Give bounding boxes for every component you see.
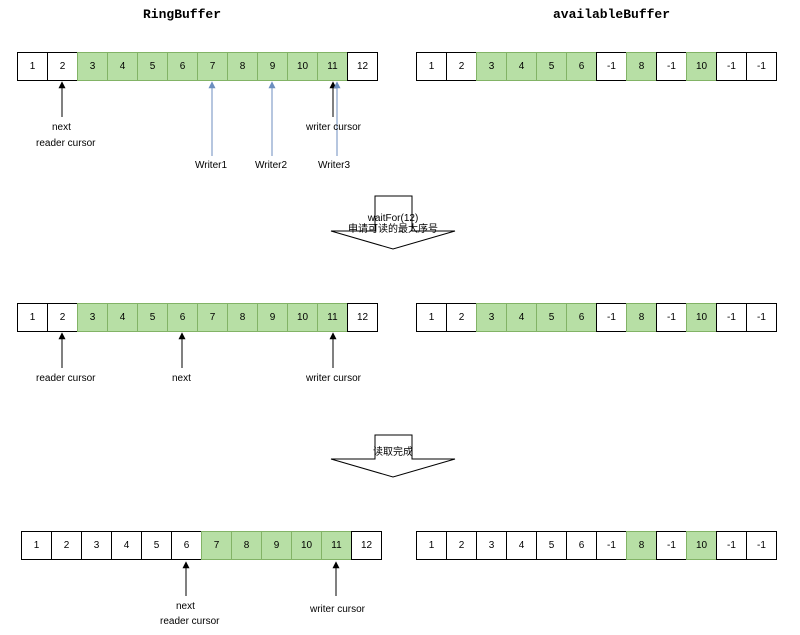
- ringbuffer-row1-cell-9: 9: [257, 52, 288, 81]
- label-reader-cursor-row2: reader cursor: [36, 373, 96, 384]
- availablebuffer-row1-cell-4: 4: [506, 52, 537, 81]
- ringbuffer-row2-cell-5: 5: [137, 303, 168, 332]
- availablebuffer-row1-cell-11: -1: [716, 52, 747, 81]
- availablebuffer-row3-cell-6: 6: [566, 531, 597, 560]
- availablebuffer-row1-cell-1: 1: [416, 52, 447, 81]
- availablebuffer-row2-cell-8: 8: [626, 303, 657, 332]
- label-writer-cursor-row2: writer cursor: [306, 373, 362, 384]
- ringbuffer-row3-cell-12: 12: [351, 531, 382, 560]
- ringbuffer-row2-cell-6: 6: [167, 303, 198, 332]
- availablebuffer-row2-cell-9: -1: [656, 303, 687, 332]
- ringbuffer-row3-cell-3: 3: [81, 531, 112, 560]
- ringbuffer-row2-cell-11: 11: [317, 303, 348, 332]
- availablebuffer-row1-cell-8: 8: [626, 52, 657, 81]
- availablebuffer-row2-cell-1: 1: [416, 303, 447, 332]
- availablebuffer-row1-cell-2: 2: [446, 52, 477, 81]
- ringbuffer-row3-cell-5: 5: [141, 531, 172, 560]
- availablebuffer-row1-cell-3: 3: [476, 52, 507, 81]
- flow-arrow-step1: [330, 195, 456, 250]
- label-reader-cursor-row1: reader cursor: [36, 138, 96, 149]
- ringbuffer-row2-cell-4: 4: [107, 303, 138, 332]
- ringbuffer-row1-cell-2: 2: [47, 52, 78, 81]
- ringbuffer-row1-cell-4: 4: [107, 52, 138, 81]
- ringbuffer-row2-cell-3: 3: [77, 303, 108, 332]
- availablebuffer-row3-cell-2: 2: [446, 531, 477, 560]
- title-ringbuffer: RingBuffer: [143, 7, 222, 22]
- step1-desc: 申请可读的最大序号: [348, 224, 438, 235]
- ringbuffer-row1-cell-7: 7: [197, 52, 228, 81]
- step2-desc: 读取完成: [373, 447, 413, 458]
- ringbuffer-row3-cell-11: 11: [321, 531, 352, 560]
- label-writer-cursor-row1: writer cursor: [306, 122, 362, 133]
- label-next-row2: next: [172, 373, 191, 384]
- availablebuffer-row2-cell-5: 5: [536, 303, 567, 332]
- availablebuffer-row3-cell-4: 4: [506, 531, 537, 560]
- availablebuffer-row3-cell-7: -1: [596, 531, 627, 560]
- availablebuffer-row1-cell-10: 10: [686, 52, 717, 81]
- ringbuffer-row2-cell-8: 8: [227, 303, 258, 332]
- ringbuffer-row2-cell-10: 10: [287, 303, 318, 332]
- ringbuffer-row3-cell-6: 6: [171, 531, 202, 560]
- availablebuffer-row2-cell-10: 10: [686, 303, 717, 332]
- ringbuffer-row1-cell-8: 8: [227, 52, 258, 81]
- ringbuffer-row3-cell-8: 8: [231, 531, 262, 560]
- availablebuffer-row1-cell-9: -1: [656, 52, 687, 81]
- ringbuffer-row3-cell-2: 2: [51, 531, 82, 560]
- ringbuffer-row2-cell-12: 12: [347, 303, 378, 332]
- label-writer-cursor-row3: writer cursor: [310, 604, 366, 615]
- ringbuffer-row1-cell-5: 5: [137, 52, 168, 81]
- availablebuffer-row2-cell-11: -1: [716, 303, 747, 332]
- availablebuffer-row2-cell-3: 3: [476, 303, 507, 332]
- title-availablebuffer: availableBuffer: [553, 7, 671, 22]
- ringbuffer-row2-cell-9: 9: [257, 303, 288, 332]
- availablebuffer-row1-cell-6: 6: [566, 52, 597, 81]
- availablebuffer-row3-cell-1: 1: [416, 531, 447, 560]
- label-next-row1: next: [52, 122, 71, 133]
- ringbuffer-row3-cell-1: 1: [21, 531, 52, 560]
- availablebuffer-row2-cell-7: -1: [596, 303, 627, 332]
- step1-call: waitFor(12): [367, 213, 419, 224]
- ringbuffer-row3-cell-9: 9: [261, 531, 292, 560]
- availablebuffer-row2-cell-12: -1: [746, 303, 777, 332]
- ringbuffer-row1-cell-1: 1: [17, 52, 48, 81]
- availablebuffer-row3-cell-9: -1: [656, 531, 687, 560]
- availablebuffer-row1-cell-5: 5: [536, 52, 567, 81]
- label-writer1: Writer1: [195, 160, 228, 171]
- availablebuffer-row3-cell-8: 8: [626, 531, 657, 560]
- availablebuffer-row3-cell-3: 3: [476, 531, 507, 560]
- flow-arrow-step2: [330, 434, 456, 478]
- label-reader-cursor-row3: reader cursor: [160, 616, 220, 627]
- availablebuffer-row2-cell-2: 2: [446, 303, 477, 332]
- label-next-row3: next: [176, 601, 195, 612]
- ringbuffer-row3-cell-10: 10: [291, 531, 322, 560]
- ringbuffer-row1-cell-6: 6: [167, 52, 198, 81]
- ringbuffer-row2-cell-1: 1: [17, 303, 48, 332]
- availablebuffer-row1-cell-12: -1: [746, 52, 777, 81]
- availablebuffer-row1-cell-7: -1: [596, 52, 627, 81]
- ringbuffer-row1-cell-11: 11: [317, 52, 348, 81]
- ringbuffer-row1-cell-12: 12: [347, 52, 378, 81]
- ringbuffer-row2-cell-7: 7: [197, 303, 228, 332]
- label-writer2: Writer2: [255, 160, 288, 171]
- ringbuffer-row3-cell-7: 7: [201, 531, 232, 560]
- availablebuffer-row3-cell-10: 10: [686, 531, 717, 560]
- ringbuffer-row1-cell-3: 3: [77, 52, 108, 81]
- label-writer3: Writer3: [318, 160, 351, 171]
- ringbuffer-row3-cell-4: 4: [111, 531, 142, 560]
- availablebuffer-row2-cell-4: 4: [506, 303, 537, 332]
- availablebuffer-row2-cell-6: 6: [566, 303, 597, 332]
- ringbuffer-row1-cell-10: 10: [287, 52, 318, 81]
- ringbuffer-row2-cell-2: 2: [47, 303, 78, 332]
- availablebuffer-row3-cell-12: -1: [746, 531, 777, 560]
- availablebuffer-row3-cell-11: -1: [716, 531, 747, 560]
- availablebuffer-row3-cell-5: 5: [536, 531, 567, 560]
